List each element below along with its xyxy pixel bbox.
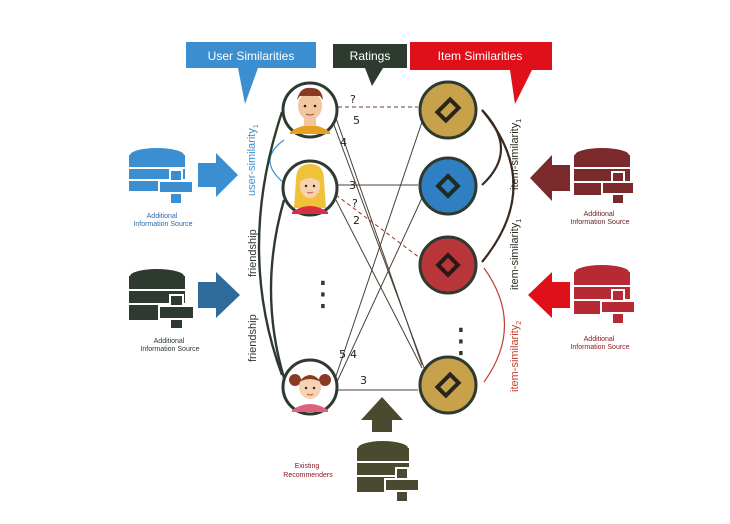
item-similarities-callout: Item Similarities [410,42,552,104]
item-node-4[interactable] [418,355,478,415]
user-node-1[interactable] [281,81,339,139]
film-icon [434,96,462,124]
friendship-arc-outer [257,111,284,376]
item-similarity-label-mid: item-similarity1 [509,219,523,290]
user-node-3[interactable] [281,358,339,416]
info-source-bottom-left: Additional Information Source [128,267,240,353]
plus-icon [384,467,420,503]
edge-rating [335,121,423,377]
item-similarity-label-top: item-similarity1 [509,119,523,190]
arrow-right-icon [198,272,240,318]
rating-edges [333,106,427,391]
user-avatar-female-blonde-icon [292,164,328,214]
arrow-up-icon [361,397,403,432]
edge-rating [333,124,427,374]
plus-icon [158,294,195,330]
existing-recommenders-source: Existing Recommenders [283,397,420,503]
item-node-2[interactable] [418,156,478,216]
item-ellipsis: ⋮ [444,321,478,361]
user-avatar-girl-pigtails-icon [289,374,331,412]
info-source-label: Additional Information Source [570,336,629,351]
user-similarity-arc [269,139,285,184]
user-avatar-male-icon [290,87,330,134]
rating-values: ? 5 4 3 ? 2 5 4 3 [339,93,367,387]
item-links [481,109,515,383]
info-source-top-right: Additional Information Source [530,146,635,226]
chip-icon [435,252,461,278]
ratings-callout: Ratings [333,44,407,86]
plus-icon [158,169,194,205]
rating-2: 2 [353,214,360,227]
item-node-3[interactable] [418,235,478,295]
film-icon [434,371,462,399]
chip-icon [435,173,461,199]
user-similarities-callout: User Similarities [186,42,316,104]
rating-4-a: 4 [340,136,347,149]
edge-unknown-rating [335,194,421,259]
arrow-left-icon [530,155,570,201]
rating-unknown-2: ? [352,197,358,210]
item-similarities-label: Item Similarities [438,49,523,63]
item-similarity-label-bottom: item-similarity2 [509,321,523,392]
edge-rating [335,199,423,369]
rating-4-b: 4 [350,348,357,361]
user-similarities-label: User Similarities [208,49,295,63]
item-similarity-arc-bottom [483,267,506,383]
item-node-1[interactable] [418,80,478,140]
info-source-label: Additional Information Source [133,213,192,228]
plus-icon [600,289,636,325]
info-source-label: Additional Information Source [140,338,199,353]
user-links [257,111,286,379]
existing-recommenders-label: Existing Recommenders [283,463,333,479]
friendship-label-top: friendship [247,229,259,277]
user-ellipsis: ⋮ [306,274,340,314]
rating-5-a: 5 [353,114,360,127]
info-source-top-left: Additional Information Source [128,146,238,228]
arrow-left-icon [528,272,570,318]
rating-5-b: 5 [339,348,346,361]
info-source-label: Additional Information Source [570,211,629,226]
item-similarity-arc-mid [481,109,515,263]
friendship-arc-inner [269,199,286,379]
rating-unknown-1: ? [350,93,356,106]
info-source-bottom-right: Additional Information Source [528,263,636,351]
user-node-2[interactable] [281,159,339,217]
ratings-label: Ratings [350,49,391,63]
rating-3-a: 3 [349,179,356,192]
rating-3-b: 3 [360,374,367,387]
edge-rating [335,197,423,385]
plus-icon [601,171,635,205]
friendship-label-bottom: friendship [247,314,259,362]
arrow-right-icon [198,153,238,197]
user-similarity-label: user-similarity1 [246,124,260,196]
